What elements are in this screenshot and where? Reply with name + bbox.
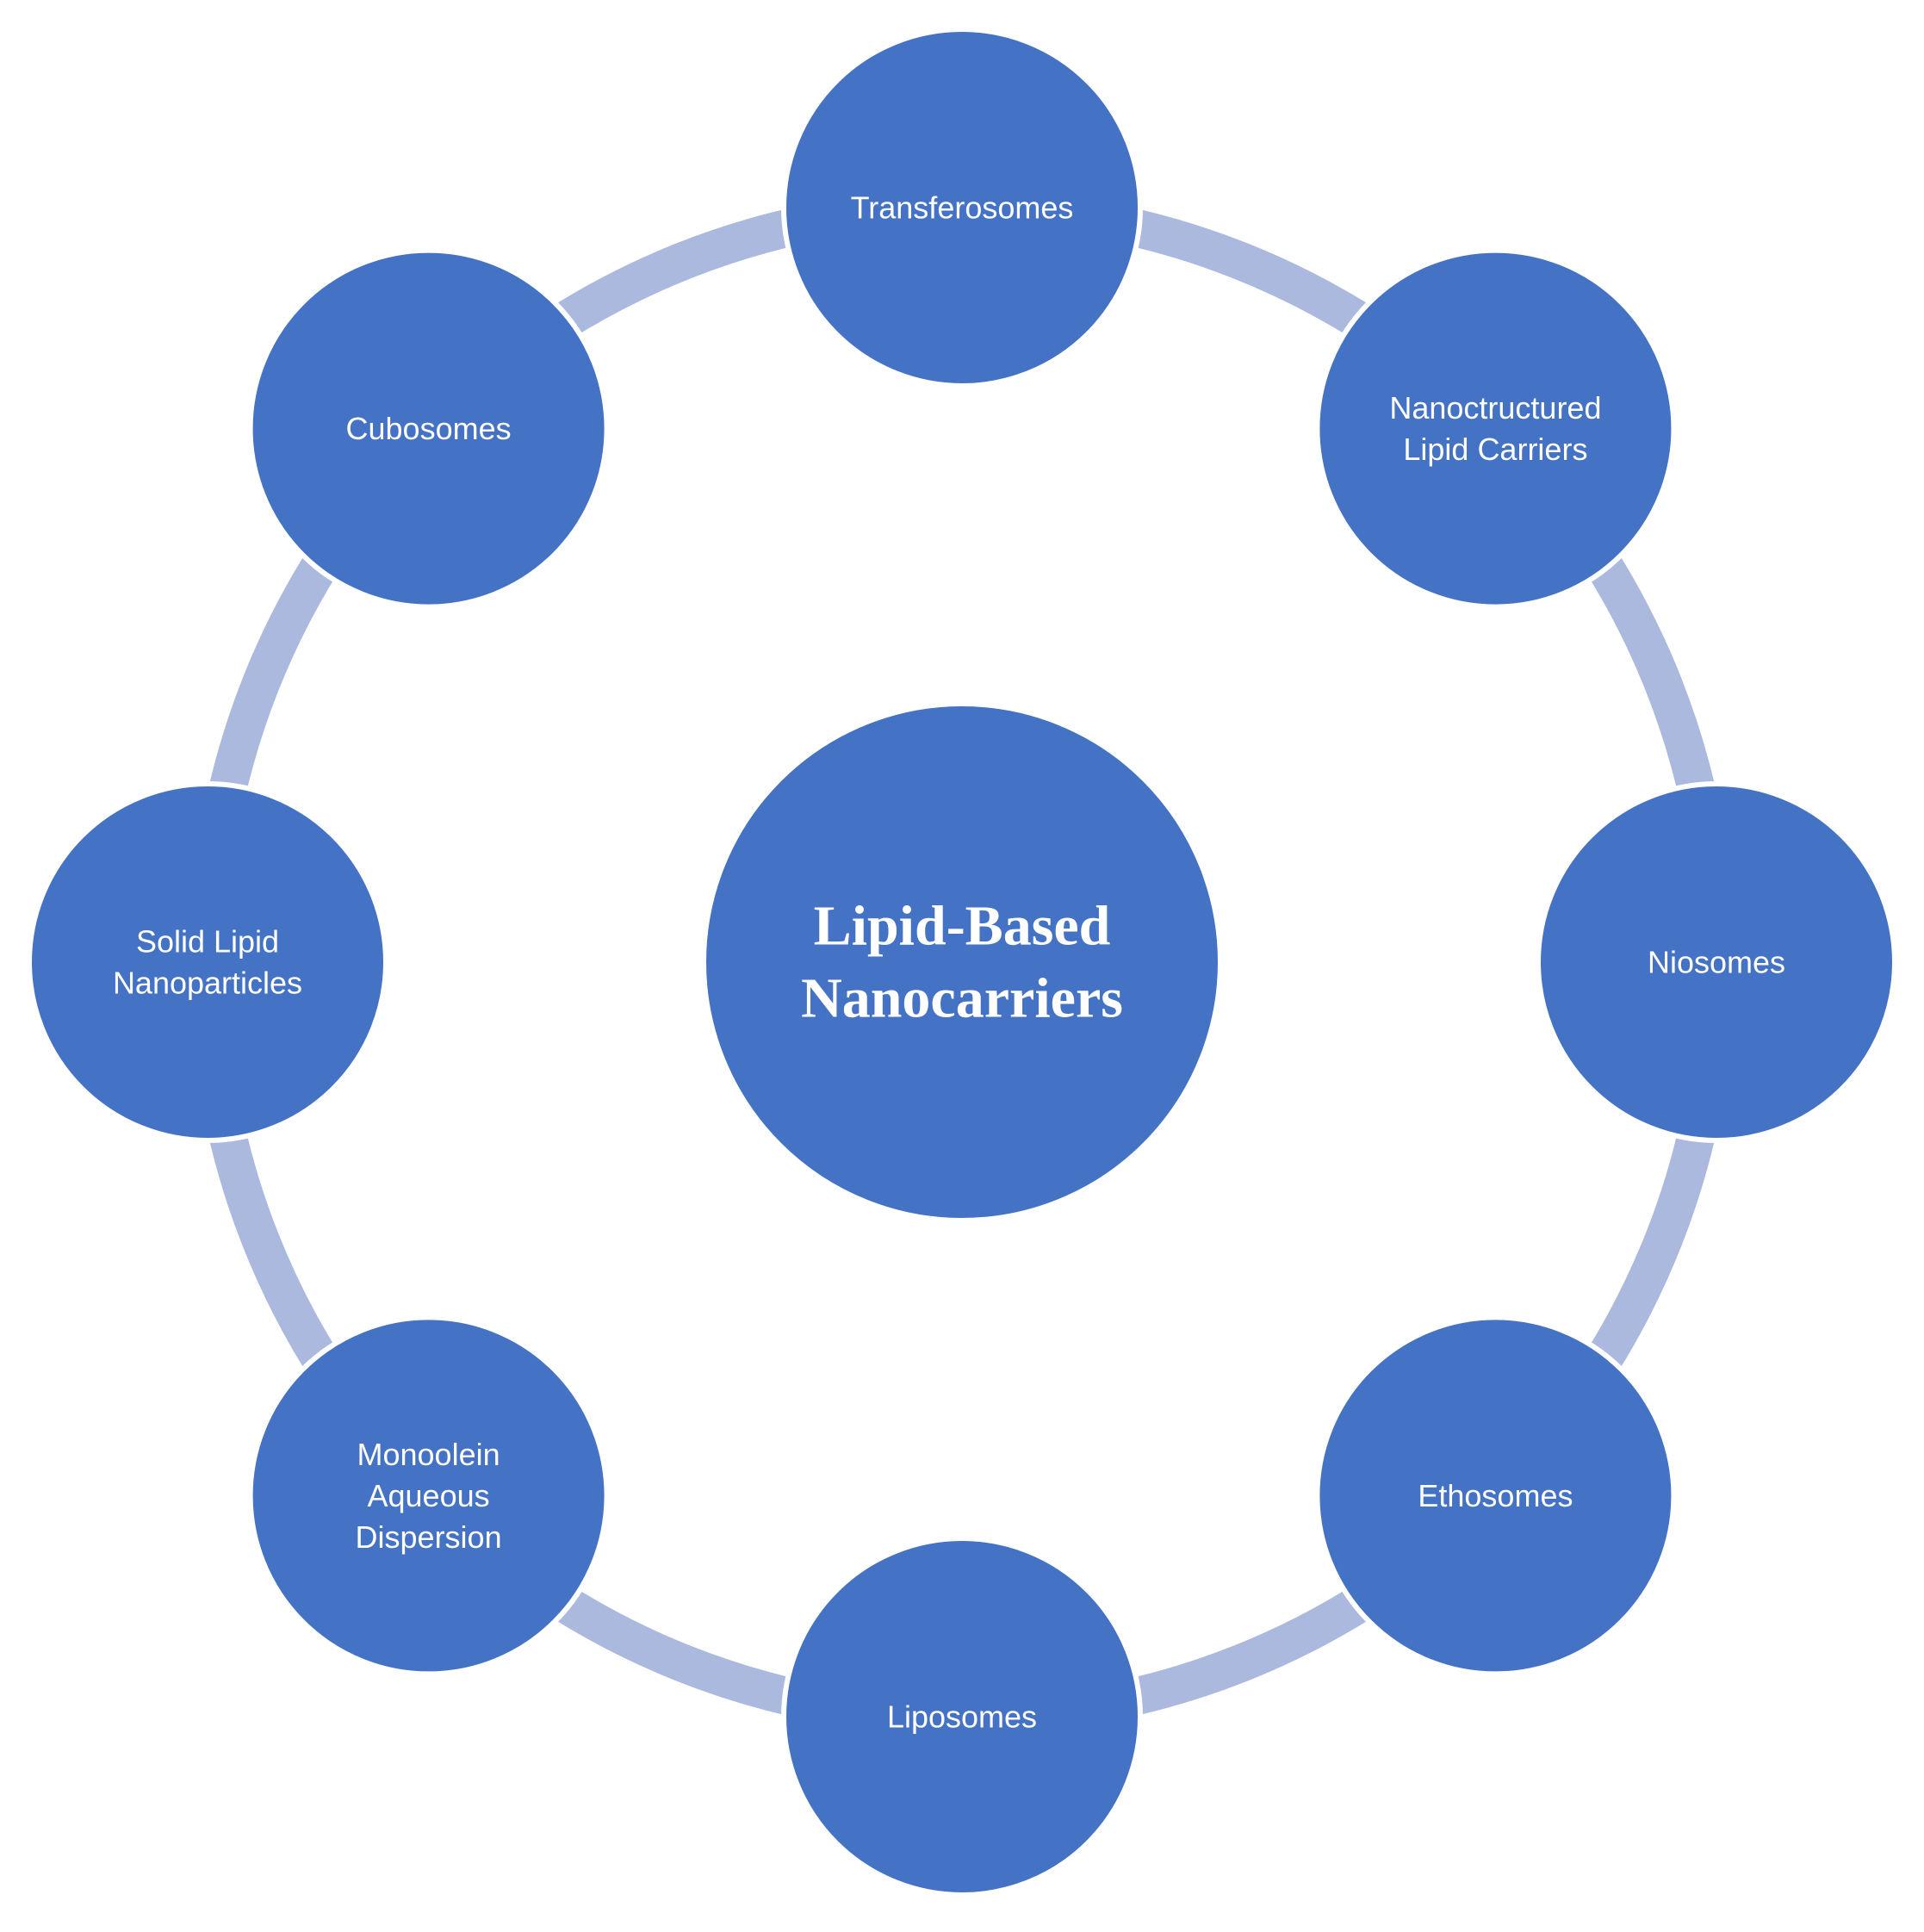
node-circle <box>1314 1314 1677 1677</box>
node-transferosomes: Transferosomes <box>781 27 1143 388</box>
node-circle <box>27 781 388 1143</box>
node-circle <box>1536 781 1897 1143</box>
node-label: Nanoctructured <box>1389 390 1601 426</box>
node-label: Aqueous <box>368 1478 490 1513</box>
center-title: Lipid-Based <box>814 895 1111 958</box>
node-circle <box>247 247 610 610</box>
node-label: Dispersion <box>356 1519 502 1555</box>
node-circle <box>781 27 1143 388</box>
node-label: Transferosomes <box>851 190 1074 226</box>
node-cubosomes: Cubosomes <box>247 247 610 610</box>
node-circle <box>247 1314 610 1677</box>
node-label: Monoolein <box>357 1437 500 1472</box>
node-label: Liposomes <box>887 1699 1037 1735</box>
node-circle <box>1314 247 1677 610</box>
center-title: Nanocarriers <box>801 967 1123 1030</box>
node-label: Ethosomes <box>1418 1478 1573 1513</box>
node-circle <box>781 1536 1143 1898</box>
node-label: Nanoparticles <box>113 966 302 1001</box>
center-circle <box>701 701 1223 1223</box>
node-niosomes: Niosomes <box>1536 781 1897 1143</box>
node-liposomes: Liposomes <box>781 1536 1143 1898</box>
node-label: Cubosomes <box>346 411 512 446</box>
node-ethosomes: Ethosomes <box>1314 1314 1677 1677</box>
node-label: Solid Lipid <box>136 924 279 960</box>
node-label: Niosomes <box>1648 945 1785 980</box>
node-label: Lipid Carriers <box>1403 432 1587 467</box>
